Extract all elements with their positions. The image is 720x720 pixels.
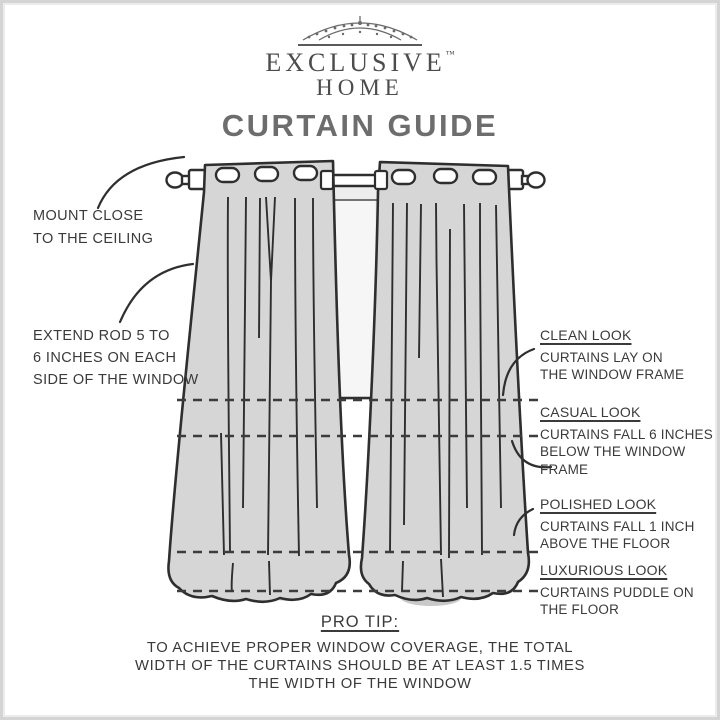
note-line: CURTAINS PUDDLE ON <box>540 584 694 600</box>
note-luxurious-look: LUXURIOUS LOOK CURTAINS PUDDLE ON THE FL… <box>540 562 694 619</box>
note-line: SIDE OF THE WINDOW <box>33 372 199 388</box>
crest-ornament-icon <box>302 16 418 41</box>
rod-collars <box>319 169 389 191</box>
arc-extend-rod <box>118 262 195 324</box>
curtain-diagram <box>96 155 553 606</box>
logo-divider <box>298 44 422 46</box>
brand-logo: EXCLUSIVE™ HOME <box>3 13 717 101</box>
pro-tip-line: WIDTH OF THE CURTAINS SHOULD BE AT LEAST… <box>135 658 585 674</box>
note-polished-look: POLISHED LOOK CURTAINS FALL 1 INCH ABOVE… <box>540 496 695 553</box>
look-title: POLISHED LOOK <box>540 496 657 512</box>
note-line: TO THE CEILING <box>33 231 154 247</box>
arc-polished-look <box>512 507 535 537</box>
level-dashed-lines <box>177 398 543 593</box>
note-mount-close: MOUNT CLOSE TO THE CEILING <box>33 205 153 251</box>
note-line: CURTAINS LAY ON <box>540 349 663 365</box>
look-title: CASUAL LOOK <box>540 404 641 420</box>
look-title: CLEAN LOOK <box>540 327 632 343</box>
page-title: CURTAIN GUIDE <box>221 108 499 143</box>
brand-name-line1: EXCLUSIVE™ <box>265 48 455 77</box>
note-line: MOUNT CLOSE <box>33 208 144 224</box>
left-curtain-panel <box>167 159 351 604</box>
brand-name-line2: HOME <box>316 75 404 100</box>
note-line: BELOW THE WINDOW FRAME <box>540 444 686 477</box>
note-line: THE FLOOR <box>540 602 620 617</box>
arc-casual-look <box>510 439 553 469</box>
arc-clean-look <box>501 347 536 397</box>
pro-tip-line: THE WIDTH OF THE WINDOW <box>248 676 472 692</box>
note-extend-rod: EXTEND ROD 5 TO 6 INCHES ON EACH SIDE OF… <box>33 325 199 391</box>
look-title: LUXURIOUS LOOK <box>540 562 668 578</box>
pro-tip-section: PRO TIP: TO ACHIEVE PROPER WINDOW COVERA… <box>3 613 717 693</box>
pro-tip-title: PRO TIP: <box>320 613 400 631</box>
right-curtain-panel <box>359 160 531 603</box>
note-line: THE WINDOW FRAME <box>540 367 685 382</box>
arc-mount-close <box>96 155 186 210</box>
note-line: CURTAINS FALL 1 INCH <box>540 518 695 534</box>
note-line: EXTEND ROD 5 TO <box>33 328 170 344</box>
trademark-symbol: ™ <box>445 49 455 59</box>
pro-tip-line: TO ACHIEVE PROPER WINDOW COVERAGE, THE T… <box>146 640 574 656</box>
note-casual-look: CASUAL LOOK CURTAINS FALL 6 INCHES BELOW… <box>540 404 717 478</box>
note-line: ABOVE THE FLOOR <box>540 536 671 551</box>
note-line: 6 INCHES ON EACH <box>33 350 177 366</box>
connector-arcs <box>96 155 553 537</box>
note-line: CURTAINS FALL 6 INCHES <box>540 426 713 442</box>
note-clean-look: CLEAN LOOK CURTAINS LAY ON THE WINDOW FR… <box>540 327 684 384</box>
